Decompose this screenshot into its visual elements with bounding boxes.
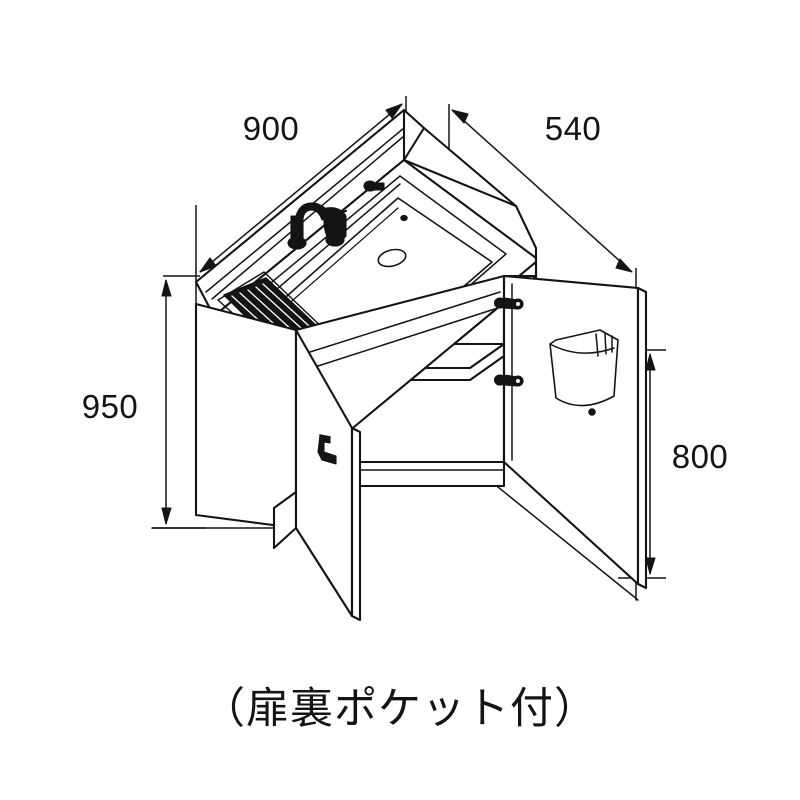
hinge-lower bbox=[493, 374, 524, 387]
drain-hole bbox=[377, 248, 407, 268]
dimension-labels: 900 540 950 800 bbox=[82, 110, 729, 475]
dimension-900-width bbox=[195, 96, 407, 280]
faucet bbox=[287, 180, 385, 250]
dimension-label-950: 950 bbox=[82, 388, 139, 425]
dimension-540-depth bbox=[448, 104, 637, 330]
overflow-hole bbox=[400, 214, 408, 222]
right-door[interactable] bbox=[502, 274, 648, 590]
hinge-upper bbox=[493, 297, 524, 310]
dimension-label-900: 900 bbox=[243, 110, 300, 147]
door-pocket bbox=[549, 329, 619, 407]
dimension-label-800: 800 bbox=[672, 438, 729, 475]
caption-text: （扉裏ポケット付） bbox=[202, 684, 598, 734]
left-door bbox=[294, 328, 362, 622]
door-fixing-dot bbox=[588, 408, 596, 416]
dimension-label-540: 540 bbox=[545, 110, 602, 147]
door-handle[interactable] bbox=[317, 434, 337, 465]
pop-up-knob bbox=[363, 180, 385, 192]
